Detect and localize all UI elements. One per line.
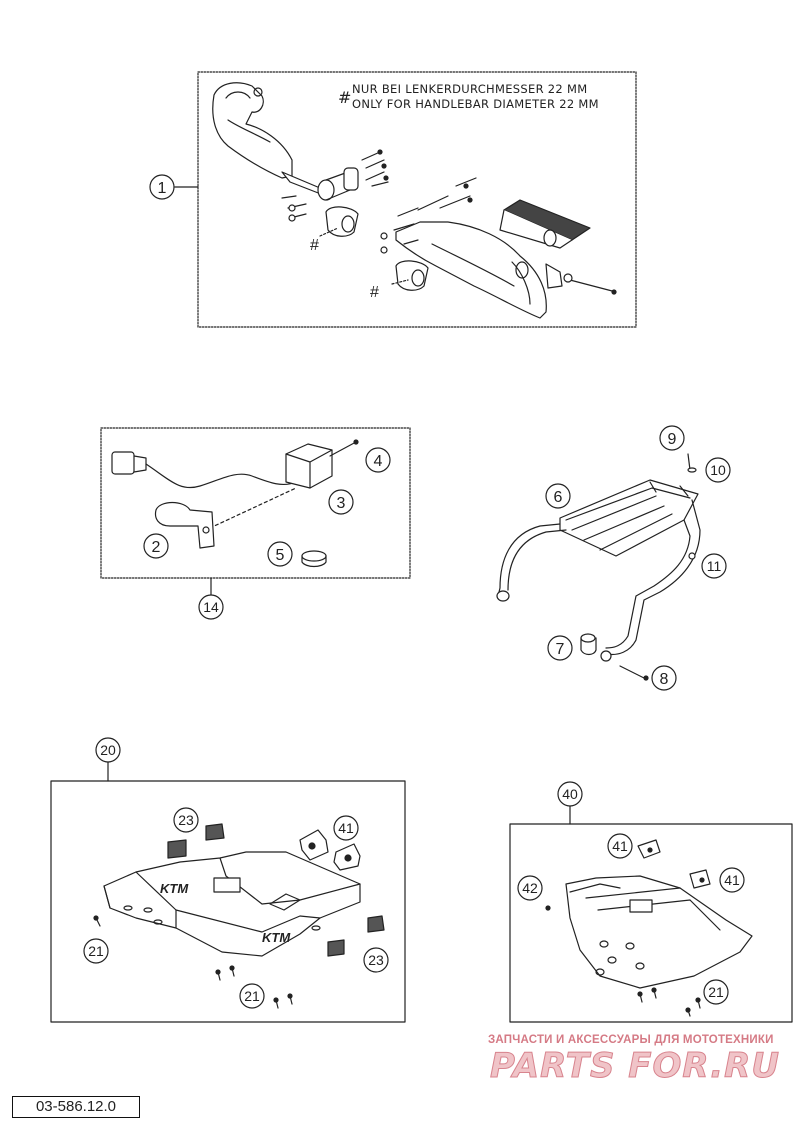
svg-text:41: 41 (338, 820, 354, 836)
callout-41-a: 41 (333, 815, 359, 841)
handguard-right (395, 221, 563, 319)
connector-plug (111, 451, 297, 489)
callout-21-b: 21 (239, 983, 265, 1009)
bolts-right (380, 177, 617, 295)
callout-6: 6 (545, 483, 571, 509)
group-frame-kit (100, 427, 411, 579)
callout-5: 5 (267, 541, 293, 567)
svg-text:7: 7 (556, 641, 565, 658)
callout-42: 42 (517, 875, 543, 901)
callout-23-a: 23 (173, 807, 199, 833)
callout-7: 7 (547, 635, 573, 661)
bolt-8-head (643, 675, 649, 681)
svg-text:KTM: KTM (262, 930, 291, 945)
group-frame-skid-plate (50, 780, 406, 1023)
nut-11 (688, 552, 696, 560)
svg-text:40: 40 (562, 786, 578, 802)
screw-4 (329, 441, 357, 457)
svg-text:10: 10 (710, 462, 726, 478)
callout-20: 20 (95, 737, 121, 763)
bolts-left (281, 149, 389, 222)
cap-5 (301, 550, 327, 568)
document-number: 03-586.12.0 (12, 1096, 140, 1118)
svg-text:3: 3 (337, 495, 346, 512)
engine-guard-40 (565, 875, 753, 989)
handguard-left (212, 82, 327, 197)
note-line-english: ONLY FOR HANDLEBAR DIAMETER 22 MM (352, 97, 599, 111)
screws-21-engine (637, 987, 701, 1017)
rubber-buffers-23 (167, 823, 385, 957)
note-line-german: NUR BEI LENKERDURCHMESSER 22 MM (352, 82, 588, 96)
electronic-module (285, 443, 333, 489)
hash-mark-2: # (370, 284, 379, 301)
callout-21-c: 21 (703, 979, 729, 1005)
svg-text:4: 4 (374, 453, 383, 470)
brackets-41-engine (637, 839, 711, 889)
svg-text:21: 21 (88, 943, 104, 959)
hash-leaders (319, 227, 409, 285)
svg-text:1: 1 (158, 180, 167, 197)
svg-text:11: 11 (707, 558, 722, 574)
screw-4-head (353, 439, 359, 445)
skid-plate-20: KTM KTM (103, 851, 361, 957)
screws-21-skid (93, 915, 293, 1009)
svg-text:8: 8 (660, 671, 669, 688)
callout-1: 1 (149, 174, 175, 200)
svg-text:5: 5 (276, 547, 285, 564)
callout-8: 8 (651, 665, 677, 691)
callout-40: 40 (557, 781, 583, 807)
callout-2: 2 (143, 533, 169, 559)
clamp-left (317, 167, 359, 201)
callout-21-a: 21 (83, 938, 109, 964)
svg-text:KTM: KTM (160, 881, 189, 896)
mounting-bracket (154, 501, 215, 549)
hash-mark-1: # (310, 237, 319, 254)
svg-text:6: 6 (554, 489, 563, 506)
callout-10: 10 (705, 457, 731, 483)
note-hash-symbol: # (338, 88, 352, 107)
washer-10 (687, 467, 697, 473)
assembly-line-14 (209, 487, 297, 529)
watermark-logo: PARTS FOR.RU (490, 1046, 780, 1087)
group-frame-engine-guard (509, 823, 793, 1023)
svg-text:41: 41 (724, 872, 740, 888)
callout-41-b: 41 (607, 833, 633, 859)
svg-text:23: 23 (178, 812, 194, 828)
svg-text:41: 41 (612, 838, 628, 854)
callout-14: 14 (198, 594, 224, 620)
callout-3: 3 (328, 489, 354, 515)
callout-41-c: 41 (719, 867, 745, 893)
handlebar-end (499, 199, 591, 249)
svg-text:42: 42 (522, 880, 538, 896)
svg-text:23: 23 (368, 952, 384, 968)
screw-42 (545, 905, 551, 911)
callout-23-b: 23 (363, 947, 389, 973)
group-frame-handguards (197, 71, 637, 328)
spacer-right (395, 260, 429, 291)
screw-9 (687, 453, 691, 471)
svg-text:14: 14 (203, 599, 219, 615)
callout-11: 11 (701, 553, 727, 579)
svg-text:2: 2 (152, 539, 161, 556)
rear-carrier-rack (496, 479, 701, 662)
watermark-tagline: ЗАПЧАСТИ И АКСЕССУАРЫ ДЛЯ МОТОТЕХНИКИ (488, 1034, 774, 1046)
svg-text:9: 9 (668, 431, 677, 448)
svg-text:21: 21 (244, 988, 260, 1004)
brackets-41 (299, 829, 361, 871)
callout-9: 9 (659, 425, 685, 451)
callout-4: 4 (365, 447, 391, 473)
spacer-7 (580, 633, 597, 656)
spacer-left (325, 206, 359, 237)
bolt-8 (619, 665, 645, 679)
svg-text:21: 21 (708, 984, 724, 1000)
svg-text:20: 20 (100, 742, 116, 758)
